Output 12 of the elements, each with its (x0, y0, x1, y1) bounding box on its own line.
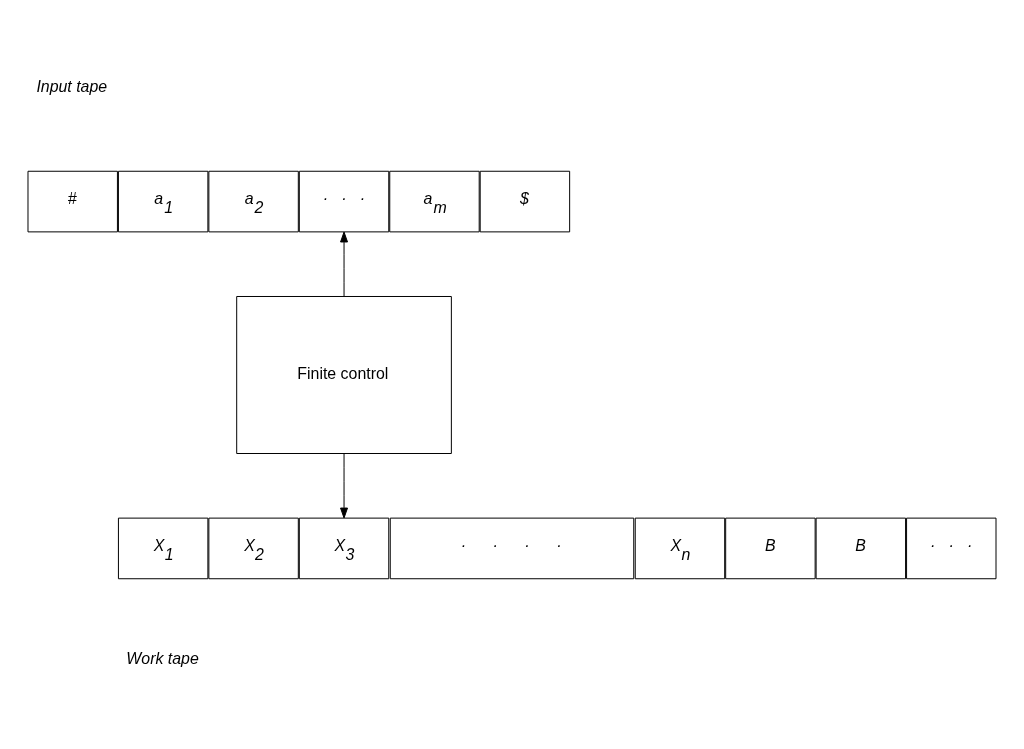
arrow (340, 231, 348, 297)
node-box: $ (479, 170, 571, 232)
arrow (340, 452, 348, 518)
node-box: · · · · (389, 517, 635, 579)
node-box: B (815, 517, 907, 579)
node-box: # (27, 170, 118, 232)
label: Work tape (126, 649, 199, 667)
node-box: B (725, 517, 816, 579)
label: Input tape (36, 77, 108, 95)
node-box: · · · (906, 517, 997, 579)
node-box: · · · (298, 170, 390, 232)
node-box: Finite control (236, 295, 452, 454)
